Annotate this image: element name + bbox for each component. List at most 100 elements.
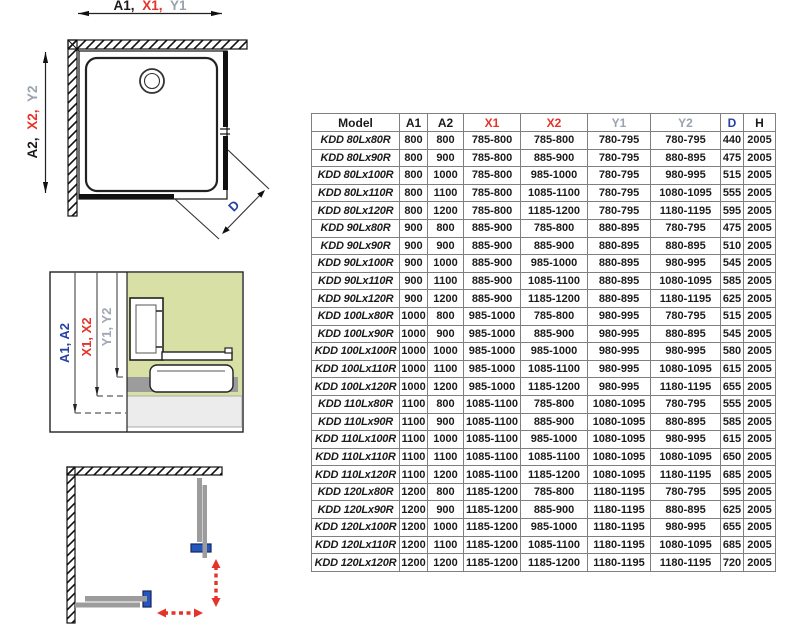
value-cell: 900 <box>399 271 428 291</box>
value-cell: 780-795 <box>650 306 721 326</box>
value-cell: 1185-1200 <box>520 289 588 308</box>
model-cell: KDD 90Lx100R <box>311 254 400 273</box>
value-cell: 2005 <box>743 306 776 326</box>
value-cell: 1180-1195 <box>587 482 651 502</box>
col-header-a2: A2 <box>427 113 464 132</box>
value-cell: 1000 <box>427 254 464 273</box>
value-cell: 685 <box>720 465 744 484</box>
value-cell: 1000 <box>399 377 428 396</box>
value-cell: 1180-1195 <box>587 500 651 520</box>
value-cell: 785-800 <box>463 201 521 220</box>
value-cell: 780-795 <box>587 166 651 185</box>
value-cell: 1185-1200 <box>463 482 521 502</box>
model-cell: KDD 110Lx110R <box>311 447 400 467</box>
value-cell: 685 <box>720 535 744 555</box>
model-cell: KDD 100Lx90R <box>311 324 400 344</box>
model-cell: KDD 100Lx120R <box>311 377 400 396</box>
value-cell: 785-800 <box>463 183 521 203</box>
value-cell: 885-900 <box>520 324 588 344</box>
wall-left-hatch <box>67 39 78 217</box>
value-cell: 1000 <box>427 518 464 537</box>
value-cell: 1185-1200 <box>463 500 521 520</box>
value-cell: 1180-1195 <box>650 289 721 308</box>
model-cell: KDD 110Lx120R <box>311 465 400 484</box>
value-cell: 985-1000 <box>520 254 588 273</box>
model-cell: KDD 120Lx120R <box>311 553 400 572</box>
value-cell: 555 <box>720 183 744 203</box>
door-handle <box>190 543 212 553</box>
wall-left-hatch <box>66 466 76 624</box>
value-cell: 785-800 <box>520 218 588 238</box>
col-header-d: D <box>720 113 744 132</box>
value-cell: 2005 <box>743 289 776 308</box>
d-dimension-arrow <box>223 191 264 233</box>
value-cell: 800 <box>399 131 428 150</box>
value-cell: 515 <box>720 306 744 326</box>
col-header-h: H <box>743 113 776 132</box>
value-cell: 885-900 <box>520 500 588 520</box>
value-cell: 1085-1100 <box>463 412 521 432</box>
value-cell: 985-1000 <box>463 324 521 344</box>
value-cell: 880-895 <box>587 254 651 273</box>
value-cell: 985-1000 <box>463 306 521 326</box>
value-cell: 1200 <box>427 465 464 484</box>
value-cell: 1000 <box>427 166 464 185</box>
wall-top-hatch <box>66 466 223 476</box>
value-cell: 900 <box>399 236 428 256</box>
value-cell: 980-995 <box>587 377 651 396</box>
value-cell: 985-1000 <box>463 342 521 361</box>
model-cell: KDD 120Lx100R <box>311 518 400 537</box>
value-cell: 980-995 <box>650 430 721 449</box>
model-cell: KDD 80Lx120R <box>311 201 400 220</box>
top-view-diagram: D A1, X1, Y1 A2, X2, Y2 <box>25 0 270 240</box>
value-cell: 1085-1100 <box>520 183 588 203</box>
drain-icon <box>139 68 165 94</box>
value-cell: 2005 <box>743 166 776 185</box>
value-cell: 780-795 <box>587 148 651 168</box>
value-cell: 800 <box>399 183 428 203</box>
value-cell: 1200 <box>427 377 464 396</box>
model-cell: KDD 120Lx90R <box>311 500 400 520</box>
value-cell: 2005 <box>743 324 776 344</box>
value-cell: 980-995 <box>650 342 721 361</box>
value-cell: 1200 <box>399 482 428 502</box>
value-cell: 780-795 <box>650 131 721 150</box>
value-cell: 885-900 <box>520 236 588 256</box>
value-cell: 510 <box>720 236 744 256</box>
value-cell: 1200 <box>399 553 428 572</box>
col-header-x2: X2 <box>520 113 588 132</box>
model-cell: KDD 120Lx110R <box>311 535 400 555</box>
value-cell: 1180-1195 <box>650 201 721 220</box>
value-cell: 2005 <box>743 342 776 361</box>
profile-flange <box>161 351 233 361</box>
value-cell: 885-900 <box>520 412 588 432</box>
value-cell: 1185-1200 <box>463 535 521 555</box>
value-cell: 1000 <box>399 359 428 379</box>
value-cell: 1085-1100 <box>520 271 588 291</box>
value-cell: 900 <box>399 254 428 273</box>
model-cell: KDD 80Lx110R <box>311 183 400 203</box>
value-cell: 625 <box>720 500 744 520</box>
value-cell: 980-995 <box>587 359 651 379</box>
value-cell: 1100 <box>427 535 464 555</box>
value-cell: 1085-1100 <box>463 394 521 414</box>
value-cell: 655 <box>720 518 744 537</box>
value-cell: 800 <box>399 148 428 168</box>
value-cell: 800 <box>427 394 464 414</box>
value-cell: 900 <box>427 148 464 168</box>
model-cell: KDD 90Lx90R <box>311 236 400 256</box>
value-cell: 880-895 <box>650 148 721 168</box>
value-cell: 880-895 <box>587 218 651 238</box>
value-cell: 985-1000 <box>520 430 588 449</box>
